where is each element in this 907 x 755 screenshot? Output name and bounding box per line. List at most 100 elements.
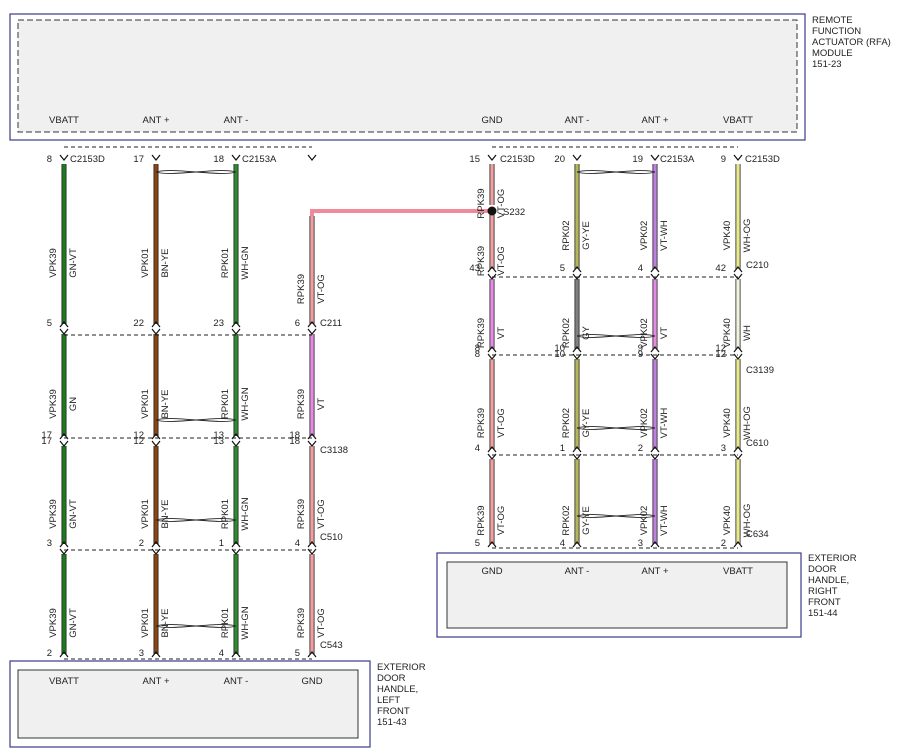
rfa-name-line: ACTUATOR (RFA) [812,37,891,48]
circuit-label: VPK01 [140,499,151,529]
circuit-label: VPK02 [639,506,650,536]
pin-arrow-icon [650,273,660,280]
lf-pin-name: VBATT [49,676,79,687]
color-label: GN-VT [68,248,79,278]
circuit-label: RPK01 [220,389,231,419]
lf-name-line: DOOR [377,673,406,684]
pin-arrow-icon [487,273,497,280]
pin-number: 9 [638,343,643,354]
pin-arrow-icon [231,433,241,440]
circuit-label: RPK01 [220,608,231,638]
pin-number: 12 [715,349,726,360]
connector-id: C2153A [242,154,277,165]
pin-arrow-icon [151,651,161,658]
lf-handle-name: EXTERIOR DOOR HANDLE, LEFT FRONT 151-43 [377,662,426,728]
pin-number: 8 [475,349,480,360]
color-label: VT-OG [316,608,327,638]
pin-number: 1 [560,443,565,454]
circuit-label: RPK02 [561,318,572,348]
twisted-pair [576,334,656,338]
color-label: VT [659,327,670,339]
pin-arrow-icon [307,440,317,447]
circuit-label: RPK01 [220,499,231,529]
pin-number: 18 [213,154,224,165]
color-label: BN-YE [160,608,171,637]
pin-number: 1 [219,538,224,549]
twisted-pair [155,170,237,174]
circuit-label: RPK39 [476,505,487,535]
splice-route [310,209,492,216]
pin-number: 17 [41,436,52,447]
pin-number: 5 [47,318,52,329]
pin-arrow-icon [151,440,161,447]
pin-number: 13 [213,430,224,441]
pin-arrow-icon [231,321,241,328]
pin-arrow-icon [733,346,743,353]
pin-arrow-icon [59,548,69,555]
pin-arrow-icon [231,541,241,548]
color-label: VT-OG [496,408,507,438]
rf-handle-inner [446,561,788,629]
pin-arrow-icon [487,453,497,460]
pin-number: 4 [219,648,224,659]
pin-number: 2 [47,648,52,659]
circuit-label: RPK02 [561,408,572,438]
pin-number: 18 [289,430,300,441]
pin-arrow-icon [650,346,660,353]
twisted-pair [155,624,237,628]
color-label: VT-OG [316,274,327,304]
connector-id: C510 [320,532,343,543]
pin-number: 2 [139,538,144,549]
splice-dot [487,206,497,216]
pin-number: 3 [721,443,726,454]
pin-number: 22 [133,318,144,329]
color-label: VT-OG [496,506,507,536]
rf-handle-name: EXTERIOR DOOR HANDLE, RIGHT FRONT 151-44 [808,553,857,619]
pin-number: 17 [133,154,144,165]
color-label: WH-GN [240,606,251,639]
lf-name-line: LEFT [377,695,400,706]
pin-arrow-icon [650,154,660,161]
pin-number: 4 [475,443,480,454]
pin-arrow-icon [733,446,743,453]
color-label: VT-OG [316,499,327,529]
pin-number: 3 [638,538,643,549]
wire-layer [59,146,743,660]
pin-number: 4 [295,538,300,549]
pin-arrow-icon [307,321,317,328]
pin-arrow-icon [572,541,582,548]
pin-arrow-icon [650,453,660,460]
pin-arrow-icon [733,273,743,280]
lf-name-line: 151-43 [377,717,407,728]
color-label: GN-VT [68,499,79,529]
color-label: WH [742,325,753,341]
pin-arrow-icon [59,154,69,161]
pin-arrow-icon [59,433,69,440]
pin-arrow-icon [307,154,317,161]
pin-number: 4 [560,538,565,549]
color-label: VT-WH [659,505,670,536]
color-label: VT-OG [496,189,507,219]
pin-arrow-icon [733,453,743,460]
color-label: WH-GN [240,246,251,279]
twisted-pair [576,514,656,518]
circuit-label: VPK39 [48,389,59,419]
circuit-label: VPK02 [639,221,650,251]
circuit-label: VPK40 [722,221,733,251]
pin-arrow-icon [572,154,582,161]
connector-id: C3138 [320,445,348,456]
circuit-label: VPK39 [48,248,59,278]
circuit-label: RPK39 [296,499,307,529]
pin-arrow-icon [572,353,582,360]
pin-arrow-icon [151,541,161,548]
pin-arrow-icon [572,273,582,280]
pin-arrow-icon [151,433,161,440]
rf-name-line: 151-44 [808,608,838,619]
connector-id: C2153D [500,154,535,165]
connector-id: C210 [746,260,769,271]
connector-id: C2153D [70,154,105,165]
rf-pin-name: ANT - [565,566,590,577]
circuit-label: VPK40 [722,408,733,438]
